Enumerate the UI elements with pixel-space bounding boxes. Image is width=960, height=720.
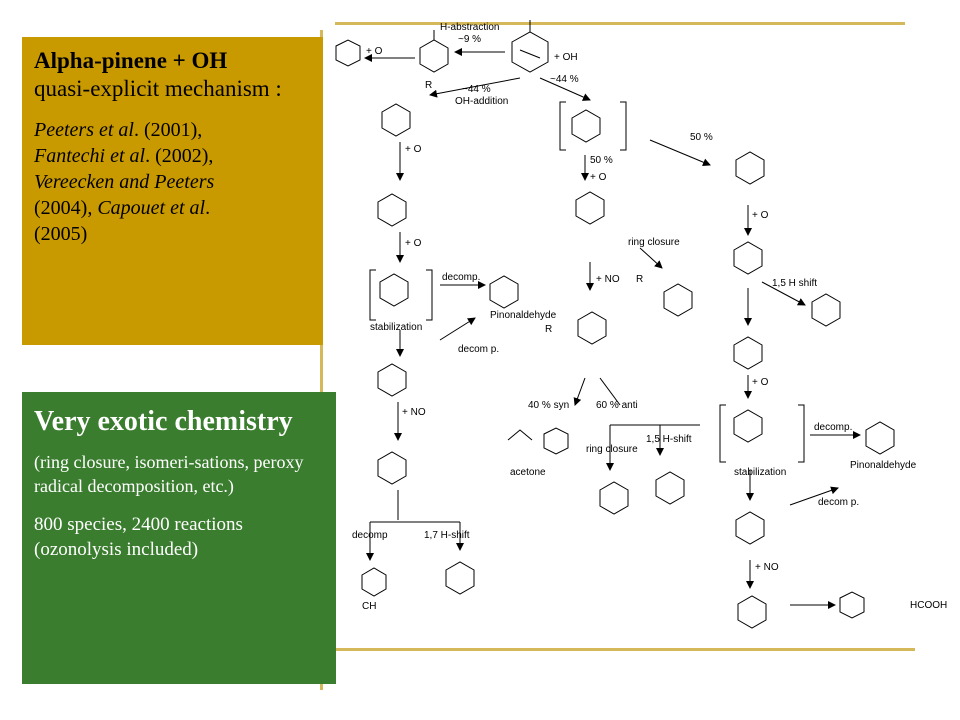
label-h-abstraction: H-abstraction: [440, 22, 499, 33]
h-shift-product-structure-2: [655, 471, 685, 505]
label-no-2: + NO: [596, 274, 620, 285]
hydroxy-radical-structure: [571, 109, 601, 143]
pinonaldehyde-structure-2: [865, 421, 895, 455]
peroxy-radical-structure-2: [377, 363, 407, 397]
ring-closure-product-structure-2: [599, 481, 629, 515]
h-abstraction-structure: [419, 30, 449, 73]
label-h15a: 1,5 H-shift: [646, 434, 692, 445]
label-ring-closure-1: ring closure: [628, 237, 680, 248]
top-rule: [335, 22, 905, 25]
label-pinonaldehyde-2: Pinonaldehyde: [850, 460, 917, 471]
mechanism-info-box: Alpha-pinene + OH quasi-explicit mechani…: [22, 37, 323, 345]
syn-product-structure: [543, 427, 569, 455]
label-pct44b: ~44 %: [550, 74, 579, 85]
peroxy-radical-structure-1: [377, 193, 407, 227]
label-o2no-3: + O: [752, 210, 769, 221]
label-rs: R: [636, 274, 643, 285]
mechanism-stats: 800 species, 2400 reactions (ozonolysis …: [34, 514, 243, 560]
label-stabilization-1: stabilization: [370, 322, 422, 333]
label-decomp-5: decom p.: [818, 497, 859, 508]
label-hcooh: HCOOH: [910, 600, 947, 611]
label-decomp-1: decomp.: [442, 272, 480, 283]
label-pct50a: 50 %: [690, 132, 713, 143]
acetone-structure: [507, 429, 533, 441]
label-h15b: 1,5 H shift: [772, 278, 817, 289]
reference-2: Fantechi et al. (2002),: [34, 145, 214, 167]
reference-5: (2005): [34, 223, 88, 245]
label-o2-a: + O: [405, 238, 422, 249]
label-acetone: acetone: [510, 467, 546, 478]
label-plus-oh: + OH: [554, 52, 578, 63]
references: Peeters et al. (2001), Fantechi et al. (…: [34, 117, 311, 247]
reference-3: Vereecken and Peeters: [34, 171, 215, 193]
h-shift-product-structure-1: [445, 561, 475, 595]
final-product-structure: [839, 591, 865, 619]
label-pinonaldehyde-1: Pinonaldehyde: [490, 310, 557, 321]
ring-opened-peroxy-structure: [575, 191, 605, 225]
label-o2no-2: + O: [405, 144, 422, 155]
label-ring-closure-2: ring closure: [586, 444, 638, 455]
exotic-detail: (ring closure, isomeri-sations, peroxy r…: [34, 452, 304, 496]
pinonaldehyde-structure-1: [489, 275, 519, 309]
alkoxy-radical-structure-1: [377, 451, 407, 485]
alkoxy-radical-structure-3: [737, 595, 767, 629]
oh-adduct-structure: [381, 103, 411, 137]
label-pct9: ~9 %: [458, 34, 481, 45]
label-decomp-3: decomp: [352, 530, 388, 541]
label-pct50b: 50 %: [590, 155, 613, 166]
exotic-chemistry-box: Very exotic chemistry (ring closure, iso…: [22, 392, 336, 684]
reference-1: Peeters et al. (2001),: [34, 119, 203, 141]
label-decomp-2: decom p.: [458, 344, 499, 355]
label-no-3: + NO: [755, 562, 779, 573]
alkoxy-radical-structure-2: [577, 311, 607, 345]
chemically-activated-structure-1: [379, 273, 409, 307]
label-o2-b: + O: [590, 172, 607, 183]
label-h17: 1,7 H-shift: [424, 530, 470, 541]
peroxy-radical-structure-3: [733, 241, 763, 275]
label-pct44a: ~44 %: [462, 84, 491, 95]
mechanism-title: Alpha-pinene + OH: [34, 48, 228, 73]
label-syn: 40 % syn: [528, 400, 569, 411]
label-decomp-4: decomp.: [814, 422, 852, 433]
label-no-1: + NO: [402, 407, 426, 418]
hydroxy-radical-structure-2: [735, 151, 765, 185]
exotic-title: Very exotic chemistry: [34, 406, 293, 437]
h-shift-product-structure-3: [811, 293, 841, 327]
decomp-product-structure: [361, 567, 387, 597]
label-ch3cooh: CH: [362, 601, 376, 612]
ring-closure-product-structure-1: [663, 283, 693, 317]
ring-opened-alkoxy-structure: [733, 336, 763, 370]
mechanism-subtitle: quasi-explicit mechanism :: [34, 76, 282, 101]
label-stabilization-2: stabilization: [734, 467, 786, 478]
peroxy-radical-structure-4: [735, 511, 765, 545]
label-r9o: R: [545, 324, 552, 335]
label-o2no-1: + O: [366, 46, 383, 57]
reference-4: (2004), Capouet et al.: [34, 197, 211, 219]
chemically-activated-structure-2: [733, 409, 763, 443]
label-o2-c: + O: [752, 377, 769, 388]
label-anti: 60 % anti: [596, 400, 638, 411]
vertical-rule: [320, 30, 323, 690]
peroxy-structure-top-left: [335, 39, 361, 67]
label-oh-addition: OH-addition: [455, 96, 508, 107]
label-r1: R: [425, 80, 432, 91]
bottom-rule: [335, 648, 915, 651]
alpha-pinene-structure: [511, 20, 549, 73]
